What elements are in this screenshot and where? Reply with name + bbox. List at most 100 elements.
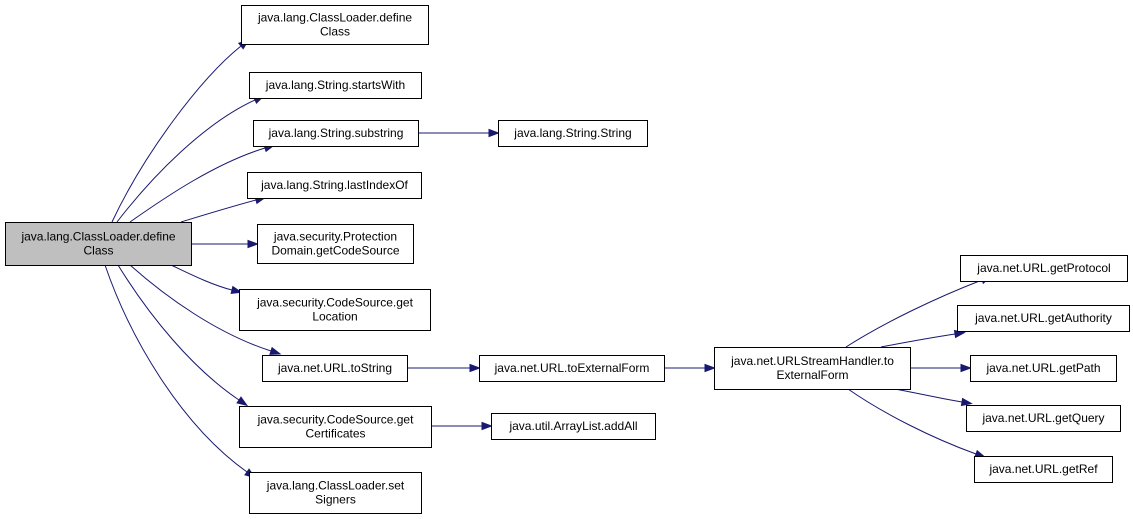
- node-label-line: java.lang.ClassLoader.define: [20, 230, 175, 244]
- node-label-line: java.net.URL.toExternalForm: [494, 361, 650, 375]
- edge-n_urlToString-to-n_toExternalForm: [407, 363, 481, 373]
- edge-root-to-n_certificates: [117, 264, 249, 407]
- arrowhead-icon: [469, 363, 481, 373]
- node-box[interactable]: [970, 355, 1117, 382]
- arrowhead-icon: [230, 285, 243, 294]
- node-box[interactable]: [249, 72, 422, 99]
- node-label-line: java.security.CodeSource.get: [257, 413, 415, 427]
- nodes-layer: java.lang.ClassLoader.defineClassjava.la…: [5, 5, 1130, 514]
- edge-line: [129, 264, 272, 352]
- node-box[interactable]: [239, 406, 432, 448]
- node-string[interactable]: java.lang.String.String: [498, 120, 648, 147]
- node-box[interactable]: [5, 222, 192, 266]
- edge-root-to-n_define2: [111, 39, 250, 223]
- edge-line: [111, 45, 242, 223]
- node-label-line: java.security.CodeSource.get: [256, 296, 414, 310]
- edge-root-to-n_setSigners: [104, 264, 256, 479]
- node-startsWith[interactable]: java.lang.String.startsWith: [249, 72, 422, 99]
- edge-line: [880, 333, 956, 348]
- node-label-line: Signers: [315, 493, 356, 507]
- node-label-line: java.net.URL.getProtocol: [976, 261, 1110, 275]
- node-box[interactable]: [498, 120, 648, 147]
- edge-line: [129, 147, 266, 223]
- edge-n_toExternalForm-to-n_handler: [664, 363, 716, 373]
- node-addAll[interactable]: java.util.ArrayList.addAll: [491, 413, 656, 440]
- edge-line: [180, 199, 257, 223]
- node-box[interactable]: [249, 472, 422, 514]
- node-label-line: java.security.Protection: [273, 230, 397, 244]
- node-protection[interactable]: java.security.ProtectionDomain.getCodeSo…: [257, 224, 414, 264]
- node-label-line: Class: [83, 244, 113, 258]
- node-label-line: java.lang.String.substring: [268, 126, 404, 140]
- node-label-line: java.lang.String.String: [513, 126, 631, 140]
- edge-n_handler-to-n_getAuthority: [880, 329, 966, 348]
- edge-n_certificates-to-n_addAll: [431, 421, 493, 431]
- node-handler[interactable]: java.net.URLStreamHandler.toExternalForm: [714, 347, 911, 390]
- edge-root-to-n_startsWith: [116, 95, 265, 223]
- arrowhead-icon: [488, 128, 500, 138]
- arrowhead-icon: [960, 363, 972, 373]
- node-box[interactable]: [479, 355, 665, 382]
- edge-n_handler-to-n_getQuery: [894, 388, 973, 407]
- node-label-line: Domain.getCodeSource: [271, 244, 399, 258]
- node-box[interactable]: [966, 405, 1121, 432]
- edge-root-to-n_location: [170, 264, 243, 294]
- node-box[interactable]: [247, 172, 422, 199]
- node-label-line: Class: [320, 25, 350, 39]
- node-toExternalForm[interactable]: java.net.URL.toExternalForm: [479, 355, 665, 382]
- edge-line: [116, 99, 256, 223]
- node-label-line: Certificates: [305, 427, 365, 441]
- node-urlToString[interactable]: java.net.URL.toString: [262, 355, 408, 382]
- node-getAuthority[interactable]: java.net.URL.getAuthority: [957, 305, 1130, 332]
- node-label-line: java.net.URL.getPath: [985, 361, 1100, 375]
- node-label-line: Location: [312, 310, 357, 324]
- node-label-line: java.lang.String.lastIndexOf: [260, 178, 408, 192]
- node-lastIndexOf[interactable]: java.lang.String.lastIndexOf: [247, 172, 422, 199]
- node-getProtocol[interactable]: java.net.URL.getProtocol: [960, 255, 1128, 282]
- edge-n_handler-to-n_getPath: [910, 363, 972, 373]
- edges-layer: [104, 39, 993, 479]
- arrowhead-icon: [481, 421, 493, 431]
- node-label-line: java.net.URL.toString: [277, 361, 392, 375]
- node-box[interactable]: [960, 255, 1128, 282]
- node-box[interactable]: [714, 347, 911, 390]
- node-label-line: java.net.URL.getAuthority: [974, 311, 1112, 325]
- arrowhead-icon: [269, 346, 282, 355]
- node-getQuery[interactable]: java.net.URL.getQuery: [966, 405, 1121, 432]
- node-label-line: java.net.URL.getQuery: [981, 411, 1104, 425]
- edge-line: [894, 388, 963, 403]
- node-label-line: java.lang.ClassLoader.define: [257, 11, 412, 25]
- node-box[interactable]: [974, 456, 1113, 483]
- arrowhead-icon: [247, 239, 259, 249]
- node-label-line: ExternalForm: [776, 368, 848, 382]
- node-label-line: java.util.ArrayList.addAll: [508, 419, 637, 433]
- edge-line: [104, 264, 248, 473]
- arrowhead-icon: [236, 396, 249, 407]
- node-box[interactable]: [253, 120, 419, 147]
- node-box[interactable]: [957, 305, 1130, 332]
- arrowhead-icon: [704, 363, 716, 373]
- node-box[interactable]: [262, 355, 408, 382]
- node-getRef[interactable]: java.net.URL.getRef: [974, 456, 1113, 483]
- edge-line: [845, 279, 983, 348]
- node-label-line: java.lang.ClassLoader.set: [266, 479, 405, 493]
- edge-root-to-n_urlToString: [129, 264, 282, 355]
- arrowhead-icon: [960, 397, 973, 407]
- node-box[interactable]: [491, 413, 656, 440]
- node-substring[interactable]: java.lang.String.substring: [253, 120, 419, 147]
- node-label-line: java.lang.String.startsWith: [265, 78, 405, 92]
- edge-n_substring-to-n_string: [418, 128, 500, 138]
- node-label-line: java.net.URL.getRef: [988, 462, 1098, 476]
- node-label-line: java.net.URLStreamHandler.to: [730, 354, 894, 368]
- edge-line: [117, 264, 240, 401]
- edge-root-to-n_lastIndexOf: [180, 196, 267, 223]
- node-box[interactable]: [257, 224, 414, 264]
- node-box[interactable]: [241, 5, 429, 45]
- node-box[interactable]: [239, 289, 431, 331]
- node-getPath[interactable]: java.net.URL.getPath: [970, 355, 1117, 382]
